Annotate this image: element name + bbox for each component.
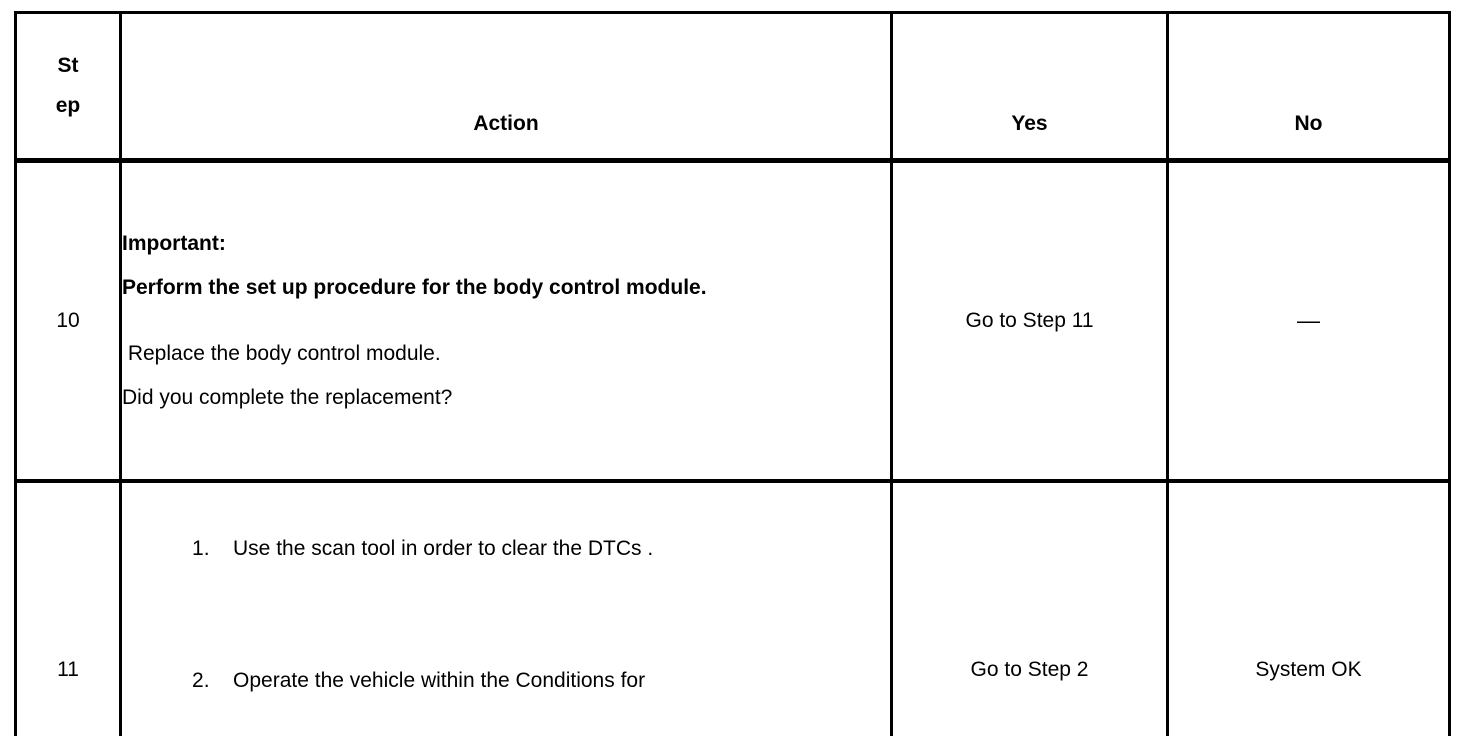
action-ordered-item-text: Operate the vehicle within the Condition… <box>233 669 646 692</box>
action-plain-line: Did you complete the replacement? <box>122 386 453 409</box>
action-ordered-item-text: Use the scan tool in order to clear the … <box>233 537 654 560</box>
action-plain-line: Replace the body control module. <box>122 342 441 365</box>
table-row: 11 1. Use the scan tool in order to clear… <box>14 479 1451 736</box>
action-ordered-item: 2. Operate the vehicle within the Conditi… <box>122 615 890 736</box>
action-bold-line: Perform the set up procedure for the bod… <box>122 276 707 299</box>
action-bold-line: Important: <box>122 232 226 255</box>
table-row: 10 Important: Perform the set up procedu… <box>14 159 1451 483</box>
step-action-cell: Important: Perform the set up procedure … <box>119 159 893 483</box>
action-ordered-item: 1. Use the scan tool in order to clear th… <box>122 483 890 615</box>
step-no-cell[interactable]: System OK <box>1166 479 1451 736</box>
column-header-yes-label: Yes <box>1011 112 1048 135</box>
step-yes-cell[interactable]: Go to Step 2 <box>890 479 1169 736</box>
column-header-no-label: No <box>1294 112 1323 135</box>
step-action-cell: 1. Use the scan tool in order to clear th… <box>119 479 893 736</box>
action-ordered-item-number: 2. <box>192 669 210 692</box>
diagnostic-procedure-table: St ep Action Yes No 10 Im <box>14 11 1451 736</box>
step-no-cell: — <box>1166 159 1451 483</box>
table-header-row: St ep Action Yes No <box>14 11 1451 163</box>
step-yes-cell[interactable]: Go to Step 11 <box>890 159 1169 483</box>
column-header-action-label: Action <box>473 112 539 135</box>
action-spacer <box>122 310 890 332</box>
column-header-action: Action <box>119 11 893 163</box>
action-ordered-item-number: 1. <box>192 537 210 560</box>
column-header-step: St ep <box>14 11 122 163</box>
em-dash-placeholder: — <box>1297 306 1320 333</box>
column-header-yes: Yes <box>890 11 1169 163</box>
step-number-cell: 11 <box>14 479 122 736</box>
column-header-step-line2: ep <box>55 94 81 117</box>
column-header-step-line1: St <box>57 54 79 77</box>
step-number-cell: 10 <box>14 159 122 483</box>
column-header-no: No <box>1166 11 1451 163</box>
